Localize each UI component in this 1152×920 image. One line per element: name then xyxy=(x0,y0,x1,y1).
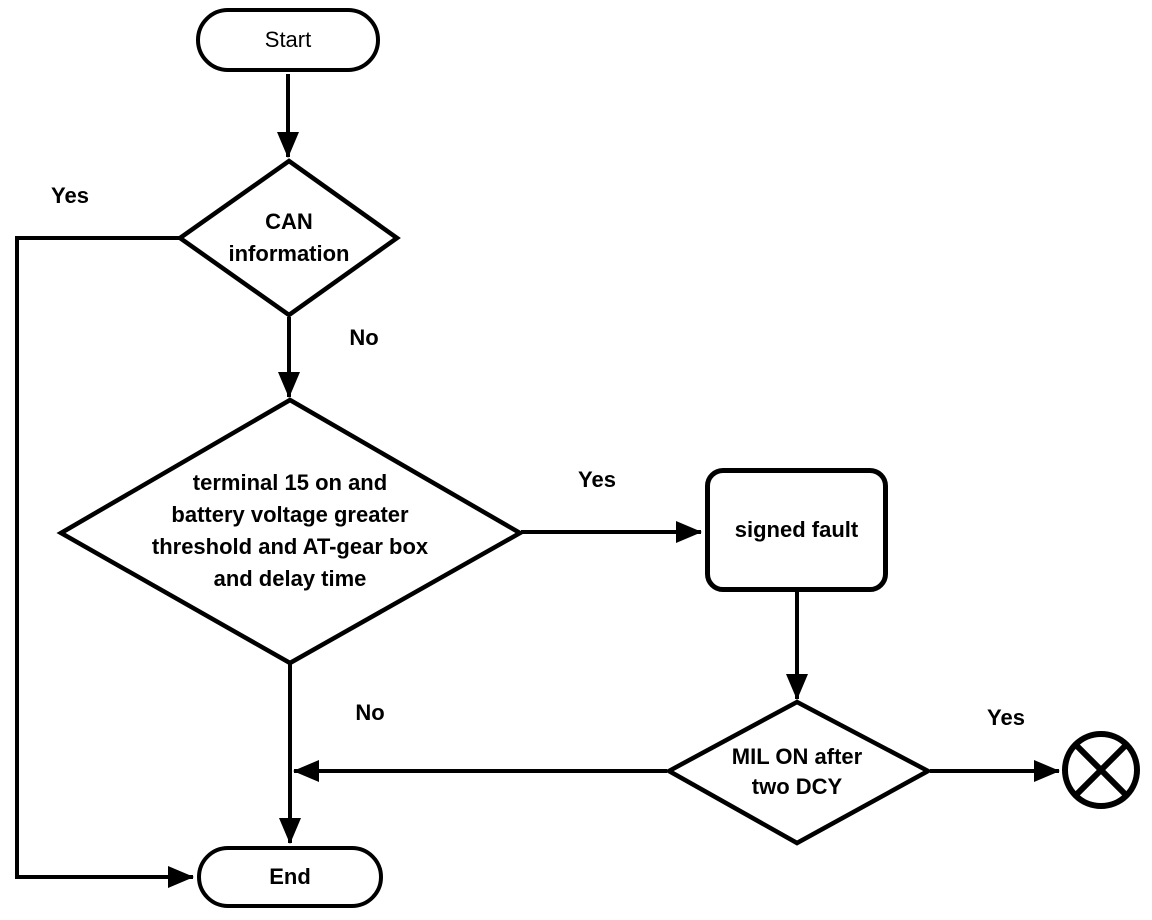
condition-yes-label: Yes xyxy=(576,467,618,493)
can-decision-diamond xyxy=(176,158,401,318)
signed-fault-node: signed fault xyxy=(705,468,888,592)
crossed-circle-connector-icon xyxy=(1062,731,1140,809)
end-node: End xyxy=(197,846,383,908)
start-node: Start xyxy=(196,8,380,72)
can-no-label: No xyxy=(347,325,381,351)
mil-decision-diamond xyxy=(664,699,933,846)
condition-no-label: No xyxy=(353,700,387,726)
mil-yes-label: Yes xyxy=(985,705,1027,731)
can-yes-label: Yes xyxy=(49,183,91,209)
condition-decision-label: terminal 15 on and battery voltage great… xyxy=(151,470,429,591)
edge-can-yes-loop-to-end xyxy=(15,236,194,888)
can-decision-label: CAN information xyxy=(228,209,350,266)
signed-fault-label: signed fault xyxy=(734,517,859,542)
end-label: End xyxy=(269,864,311,889)
condition-decision-diamond xyxy=(56,397,525,666)
mil-decision-label: MIL ON after two DCY xyxy=(731,744,863,799)
start-label: Start xyxy=(264,27,312,52)
